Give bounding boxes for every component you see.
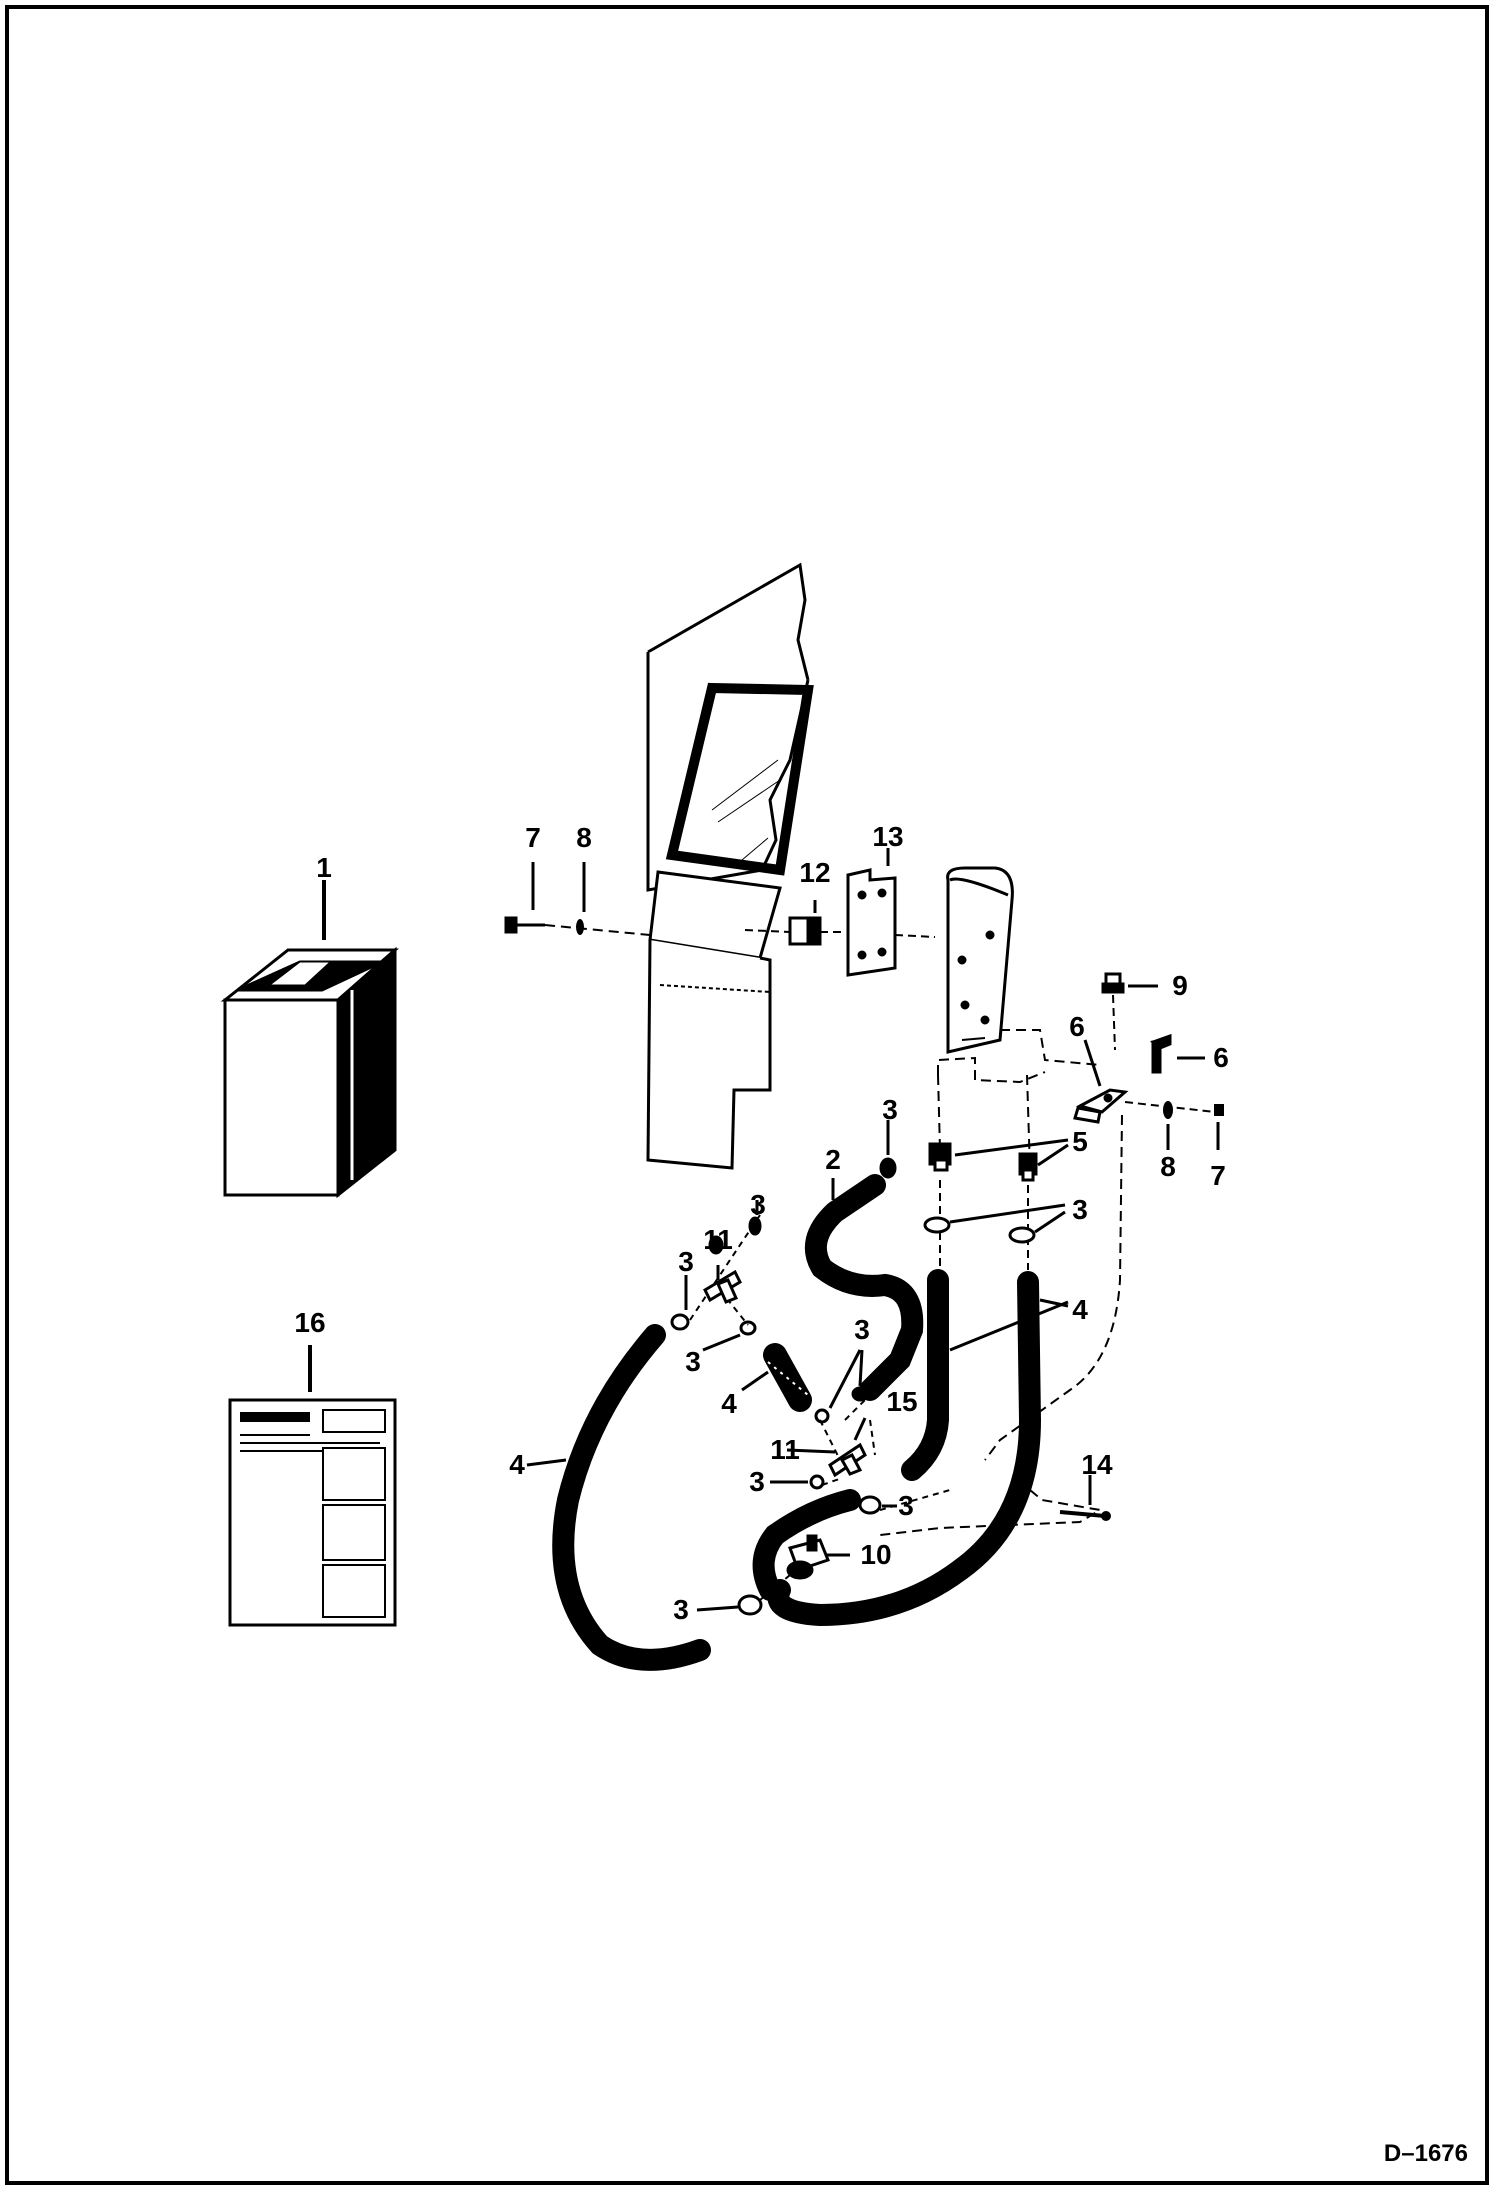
callout-10: 10 xyxy=(860,1539,892,1570)
kit-box xyxy=(220,946,399,1199)
callout-13: 13 xyxy=(872,821,904,852)
hose-right-a xyxy=(901,1269,949,1481)
callout-11-upper: 11 xyxy=(703,1224,733,1255)
tee-lower xyxy=(828,1442,867,1478)
callout-15: 15 xyxy=(886,1386,918,1417)
callout-14: 14 xyxy=(1081,1449,1113,1480)
callout-4-left: 4 xyxy=(509,1449,525,1480)
leader-line xyxy=(1039,1298,1069,1308)
bolt-left xyxy=(504,916,545,934)
drawing-code: D–1676 xyxy=(1383,2140,1468,2167)
washer-right xyxy=(1163,1101,1173,1119)
leader-line xyxy=(1037,1143,1069,1167)
callout-9: 9 xyxy=(1172,970,1188,1001)
assembly-dashline xyxy=(744,929,791,933)
leader-line xyxy=(702,1333,741,1352)
bracket-loose xyxy=(1150,1033,1172,1074)
callout-3-bottom: 3 xyxy=(673,1594,689,1625)
washer-left xyxy=(576,919,584,935)
callout-3-tee: 3 xyxy=(685,1346,701,1377)
callout-3-lower-left: 3 xyxy=(749,1466,765,1497)
callout-3-mid: 3 xyxy=(854,1314,870,1345)
callout-4-short: 4 xyxy=(721,1388,737,1419)
leader-line xyxy=(949,1203,1066,1224)
callout-3-clamps: 3 xyxy=(1072,1194,1088,1225)
hose-right-b xyxy=(767,1271,1042,1627)
heater-housing xyxy=(946,866,1014,1054)
instruction-sheet xyxy=(228,1398,397,1627)
callout-3-lower-right: 3 xyxy=(898,1490,914,1521)
shutoff-valve xyxy=(786,1534,830,1580)
callout-12: 12 xyxy=(799,857,831,888)
callout-3-upper-left: 3 xyxy=(678,1246,694,1277)
callout-7-right: 7 xyxy=(1210,1160,1226,1191)
callout-8-left: 8 xyxy=(576,822,592,853)
fitting-right xyxy=(1018,1152,1038,1182)
rod xyxy=(1059,1510,1111,1521)
leader-line xyxy=(1034,1210,1066,1234)
leader-line xyxy=(828,1349,862,1409)
assembly-dashline xyxy=(894,934,936,938)
hose-lower-loop xyxy=(752,1489,861,1601)
callout-5: 5 xyxy=(1072,1126,1088,1157)
leader-line xyxy=(949,1300,1069,1352)
hose-s-curve xyxy=(804,1174,924,1401)
leader-line xyxy=(853,1417,867,1441)
assembly-dashline xyxy=(1112,994,1116,1051)
leader-line xyxy=(526,1458,567,1467)
spacer xyxy=(788,916,822,946)
leader-line xyxy=(954,1138,1069,1157)
leader-line xyxy=(858,1349,864,1387)
callout-11-lower: 11 xyxy=(770,1434,800,1465)
leader-line xyxy=(1083,1039,1102,1087)
tee-upper xyxy=(703,1269,742,1304)
mounting-plate xyxy=(846,868,897,977)
leader-line xyxy=(696,1605,739,1612)
callout-7-left: 7 xyxy=(525,822,541,853)
clip-top xyxy=(1101,972,1125,994)
bolt-right xyxy=(1214,1104,1224,1116)
callout-8-right: 8 xyxy=(1160,1151,1176,1182)
leader-line xyxy=(786,1448,836,1454)
callout-16: 16 xyxy=(294,1307,326,1338)
leader-line xyxy=(741,1370,769,1392)
assembly-dashline xyxy=(544,924,651,936)
hose-left-loop xyxy=(552,1324,711,1671)
cab-side-panel xyxy=(646,562,814,1170)
callout-6-loose: 6 xyxy=(1213,1042,1229,1073)
short-hose xyxy=(763,1343,812,1412)
callout-3-top: 3 xyxy=(882,1094,898,1125)
callout-2: 2 xyxy=(825,1144,841,1175)
fitting-left xyxy=(928,1142,952,1172)
page-frame xyxy=(5,5,1489,2185)
callout-1: 1 xyxy=(316,852,332,883)
bracket-assembled xyxy=(1073,1088,1129,1124)
callout-3-upper-right: 3 xyxy=(750,1189,766,1220)
callout-4-right: 4 xyxy=(1072,1294,1088,1325)
callout-6-bracket: 6 xyxy=(1069,1011,1085,1042)
